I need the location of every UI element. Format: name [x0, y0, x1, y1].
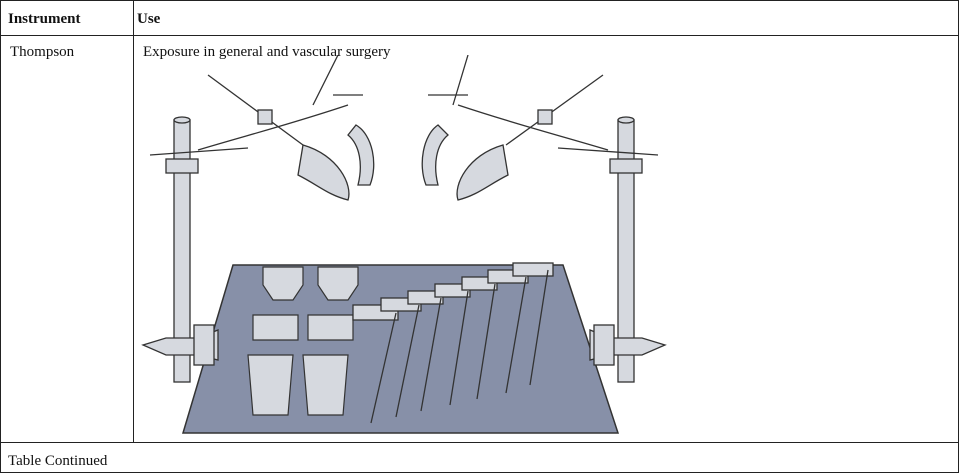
right-retractor-arms — [421, 55, 609, 201]
left-post — [141, 116, 249, 383]
column-divider — [133, 1, 134, 442]
table-row: Thompson Exposure in general and vascula… — [1, 36, 958, 442]
instrument-name: Thompson — [10, 44, 75, 60]
instrument-use: Exposure in general and vascular surgery — [143, 44, 391, 60]
table-continued-note: Table Continued — [8, 453, 108, 469]
table-footer-row: Table Continued — [1, 442, 958, 473]
hooked-rakes — [352, 262, 554, 424]
header-instrument: Instrument — [8, 11, 81, 27]
instrument-tray — [181, 264, 620, 434]
thompson-retractor-illustration — [141, 55, 667, 434]
retractor-blades — [247, 266, 359, 416]
right-post — [557, 116, 667, 383]
header-use: Use — [137, 11, 161, 27]
left-retractor-arms — [197, 55, 375, 201]
table-header-row: Instrument Use — [1, 1, 958, 36]
